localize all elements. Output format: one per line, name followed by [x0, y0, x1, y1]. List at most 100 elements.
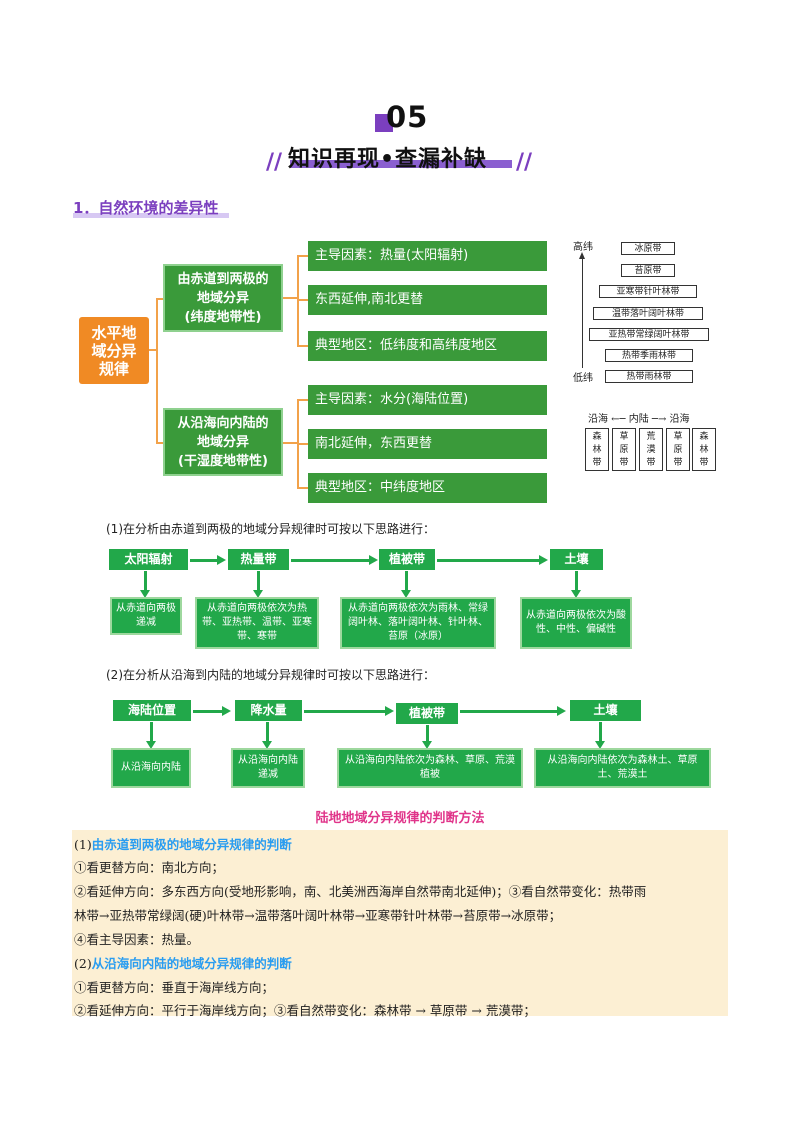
mindmap-leaf: 典型地区：中纬度地区	[308, 473, 547, 503]
method-line: 林带→亚热带常绿阔(硬)叶林带→温带落叶阔叶林带→亚寒带针叶林带→苔原带→冰原带…	[74, 908, 562, 923]
connector	[297, 255, 308, 257]
method-line: (2)从沿海向内陆的地域分异规律的判断	[74, 953, 292, 972]
header-number-block	[375, 114, 393, 132]
method-line: ②看延伸方向：多东西方向(受地形影响，南、北美洲西海岸自然带南北延伸)；③看自然…	[74, 884, 647, 899]
method-line: (1)由赤道到两极的地域分异规律的判断	[74, 834, 292, 853]
flow1-box: 从赤道向两极依次为雨林、常绿阔叶林、落叶阔叶林、针叶林、苔原（冰原）	[340, 597, 496, 649]
flow2-head: 土壤	[570, 700, 641, 721]
header-title: 知识再现•查漏补缺	[288, 147, 488, 172]
flow2-box: 从沿海向内陆依次为森林、草原、荒漠植被	[337, 748, 523, 788]
branch-line: 地域分异	[196, 434, 249, 450]
method-line: ④看主导因素：热量。	[74, 932, 200, 947]
mindmap-branch-moisture: 从沿海向内陆的 地域分异 (干湿度地带性)	[163, 408, 283, 476]
connector	[283, 297, 297, 299]
arrow-down-icon	[262, 722, 272, 749]
belt-monsoon: 热带季雨林带	[605, 349, 693, 362]
mindmap-leaf: 主导因素：热量(太阳辐射)	[308, 241, 547, 271]
connector	[149, 349, 157, 351]
char: 林	[592, 445, 602, 455]
column-desert: 荒漠带	[639, 428, 663, 471]
mindmap-leaf: 典型地区：低纬度和高纬度地区	[308, 331, 547, 361]
arrow-right-icon	[437, 555, 548, 565]
connector	[156, 298, 164, 300]
arrow-down-icon	[571, 571, 581, 598]
belt-tundra: 苔原带	[621, 264, 675, 277]
method-line: ②看延伸方向：平行于海岸线方向；③看自然带变化：森林带 → 草原带 → 荒漠带；	[74, 1003, 536, 1018]
char: 带	[673, 458, 683, 468]
char: 草	[619, 432, 629, 442]
char: 草	[673, 432, 683, 442]
flow1-box: 从赤道向两极依次为热带、亚热带、温带、亚寒带、寒带	[195, 597, 319, 649]
char: 原	[673, 445, 683, 455]
flow1-box: 从赤道向两极递减	[110, 597, 182, 635]
arrow-right-icon	[460, 706, 566, 716]
flow2-box: 从沿海向内陆	[111, 748, 191, 788]
branch-line: (纬度地带性)	[184, 309, 262, 325]
method-line: ①看更替方向：垂直于海岸线方向；	[74, 980, 275, 995]
section-title: 1．自然环境的差异性	[73, 199, 219, 217]
branch-line: 从沿海向内陆的	[177, 415, 269, 431]
connector	[297, 399, 308, 401]
flow2-intro: (2)在分析从沿海到内陆的地域分异规律时可按以下思路进行：	[106, 668, 436, 682]
connector	[297, 443, 308, 445]
column-grassland: 草原带	[666, 428, 690, 471]
section-title-underline	[73, 213, 229, 218]
arrow-down-icon	[595, 722, 605, 749]
column-forest: 森林带	[585, 428, 609, 471]
flow2-box: 从沿海向内陆依次为森林土、草原土、荒漠土	[534, 748, 711, 788]
belt-temperate: 温带落叶阔叶林带	[593, 307, 703, 320]
method-title: 陆地地域分异规律的判断方法	[315, 811, 485, 826]
arrow-right-icon	[190, 555, 226, 565]
method-num: (2)	[74, 956, 92, 971]
char: 原	[619, 445, 629, 455]
connector	[297, 255, 299, 347]
mindmap-root: 水平地 域分异 规律	[79, 317, 149, 384]
method-line: ①看更替方向：南北方向；	[74, 860, 225, 875]
mindmap-leaf: 主导因素：水分(海陆位置)	[308, 385, 547, 415]
flow1-intro: (1)在分析由赤道到两极的地域分异规律时可按以下思路进行：	[106, 522, 436, 536]
mindmap-root-line: 规律	[98, 359, 129, 378]
method-subtitle: 从沿海向内陆的地域分异规律的判断	[91, 956, 292, 971]
flow1-head: 热量带	[228, 549, 289, 570]
method-num: (1)	[74, 837, 92, 852]
connector	[283, 442, 297, 444]
arrow-down-icon	[401, 571, 411, 598]
mindmap-root-line: 域分异	[91, 341, 137, 360]
branch-line: (干湿度地带性)	[178, 453, 268, 469]
char: 带	[646, 458, 656, 468]
header-slash-right: //	[516, 150, 533, 175]
arrow-down-icon	[146, 722, 156, 749]
connector	[156, 298, 158, 443]
char: 带	[699, 458, 709, 468]
char: 森	[592, 432, 602, 442]
mindmap-leaf: 南北延伸，东西更替	[308, 429, 547, 459]
arrow-right-icon	[291, 555, 378, 565]
flow2-head: 降水量	[235, 700, 302, 721]
latitude-axis-arrow-icon	[579, 252, 585, 259]
char: 带	[592, 458, 602, 468]
arrow-down-icon	[422, 725, 432, 749]
mindmap-branch-latitude: 由赤道到两极的 地域分异 (纬度地带性)	[163, 264, 283, 332]
column-forest: 森林带	[692, 428, 716, 471]
arrow-down-icon	[253, 571, 263, 598]
connector	[297, 345, 308, 347]
flow2-head: 植被带	[396, 703, 458, 724]
mindmap-root-line: 水平地	[91, 323, 137, 342]
branch-line: 由赤道到两极的	[177, 271, 269, 287]
high-latitude-label: 高纬	[573, 242, 593, 253]
belt-ice: 冰原带	[621, 242, 675, 255]
char: 荒	[646, 432, 656, 442]
flow1-head: 太阳辐射	[109, 549, 188, 570]
method-panel	[72, 830, 728, 1016]
header-slash-left: //	[266, 150, 283, 175]
arrow-right-icon	[304, 706, 394, 716]
low-latitude-label: 低纬	[573, 373, 593, 384]
connector	[297, 487, 308, 489]
header-number: 05	[386, 100, 429, 134]
header-underline	[290, 160, 512, 168]
flow1-head: 植被带	[379, 549, 435, 570]
connector	[156, 442, 164, 444]
flow2-box: 从沿海向内陆递减	[231, 748, 305, 788]
arrow-down-icon	[140, 571, 150, 598]
char: 带	[619, 458, 629, 468]
